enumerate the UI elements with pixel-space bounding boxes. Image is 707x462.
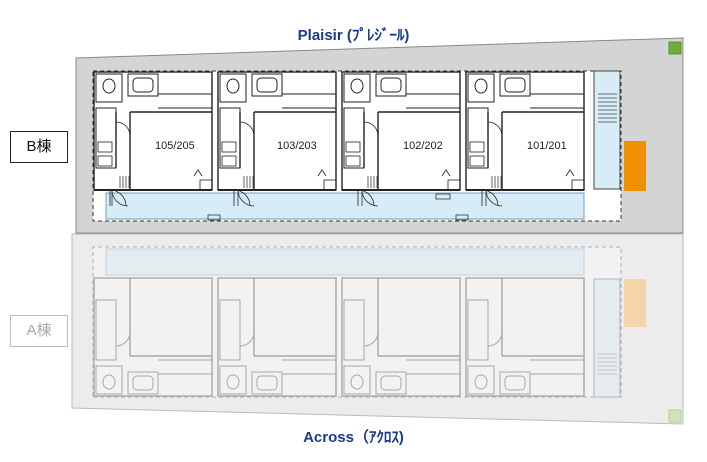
unit-module-4	[465, 71, 585, 207]
unit-label-1: 105/205	[155, 140, 195, 152]
unit-label-3: 102/202	[403, 140, 443, 152]
unit-module-3	[341, 71, 461, 207]
building-b-accent-block	[624, 141, 646, 191]
building-b-label: B棟	[10, 131, 68, 163]
corner-marker-bottom-right	[668, 409, 682, 423]
building-a-title: Across（ｱｸﾛｽ)	[303, 429, 404, 446]
unit-module-1	[93, 71, 213, 207]
building-b-plan: 105/205 103/203 102/202 101/201	[92, 70, 646, 222]
corner-marker-top-right	[668, 41, 682, 55]
unit-label-2: 103/203	[277, 140, 317, 152]
unit-module-2	[217, 71, 337, 207]
lot-a	[71, 233, 684, 425]
building-a-accent-block	[624, 279, 646, 327]
building-a-label: A棟	[10, 315, 68, 347]
building-a-plan	[92, 246, 622, 398]
building-b-stair	[593, 70, 621, 190]
building-b-corridor	[105, 192, 585, 220]
building-b-title: Plaisir (ﾌﾟﾚｼﾞｰﾙ)	[297, 27, 410, 44]
unit-label-4: 101/201	[527, 140, 567, 152]
